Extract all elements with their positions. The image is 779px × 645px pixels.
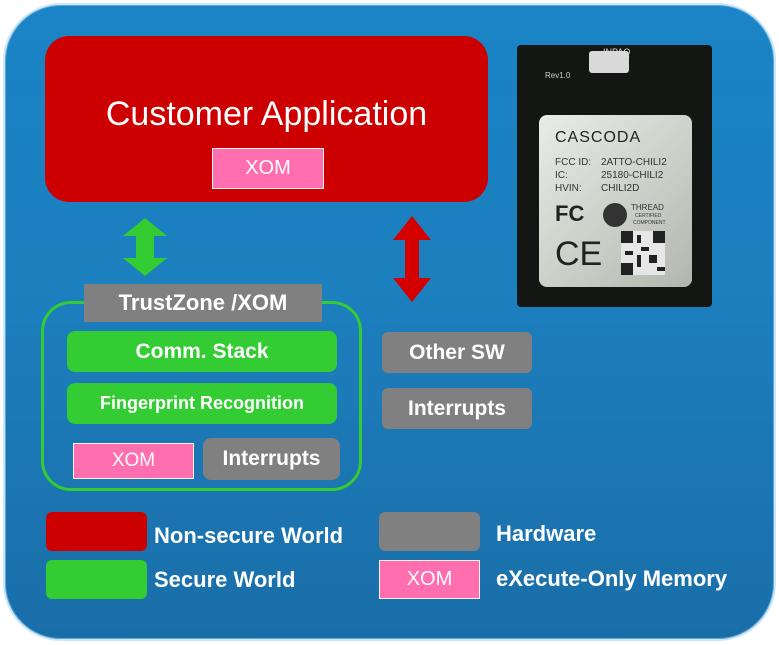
qr-code-icon <box>621 231 665 275</box>
app-xom-block: XOM <box>212 148 324 189</box>
antenna-chip <box>589 51 629 73</box>
legend-label-nonsecure: Non-secure World <box>154 523 344 548</box>
ic-label: IC: <box>555 170 568 181</box>
revision-label: Rev1.0 <box>545 71 571 80</box>
fc-mark: FC <box>555 201 585 226</box>
ic-value: 25180-CHILI2 <box>601 170 664 181</box>
legend-swatch-secure <box>46 560 147 599</box>
other-sw-block: Other SW <box>382 332 532 373</box>
legend-label-secure: Secure World <box>154 567 296 592</box>
secure-xom-block: XOM <box>73 443 194 479</box>
legend-label-hardware: Hardware <box>496 521 597 546</box>
nonsecure-interrupts-block: Interrupts <box>382 388 532 429</box>
diagram-panel: Customer Application XOM TrustZone /XOM … <box>3 3 776 641</box>
green-double-arrow-icon <box>123 218 167 276</box>
brand-label: CASCODA <box>555 129 642 146</box>
thread-certified: CERTIFIED <box>635 213 662 219</box>
thread-component: COMPONENT <box>633 220 666 226</box>
legend-swatch-nonsecure <box>46 512 147 551</box>
comm-stack-block: Comm. Stack <box>67 331 337 372</box>
thread-logo-icon <box>603 203 627 227</box>
rf-shield: CASCODA FCC ID: 2ATTO-CHILI2 IC: 25180-C… <box>539 115 692 287</box>
thread-label: THREAD <box>631 203 664 212</box>
cascoda-module-image: INPAQ Rev1.0 CASCODA FCC ID: 2ATTO-CHILI… <box>517 45 712 307</box>
legend-swatch-xom: XOM <box>379 560 480 599</box>
red-double-arrow-icon <box>393 216 431 302</box>
fcc-id-label: FCC ID: <box>555 157 592 168</box>
secure-interrupts-block: Interrupts <box>203 438 340 480</box>
ce-mark: CE <box>555 235 603 273</box>
legend-swatch-hardware <box>379 512 480 551</box>
antenna-label: INPAQ <box>603 47 631 57</box>
hvin-value: CHILI2D <box>601 183 640 194</box>
customer-application-title: Customer Application <box>105 95 428 133</box>
trustzone-xom-header: TrustZone /XOM <box>84 284 322 322</box>
fcc-id-value: 2ATTO-CHILI2 <box>601 157 667 168</box>
fingerprint-recognition-block: Fingerprint Recognition <box>67 383 337 424</box>
legend-label-xom: eXecute-Only Memory <box>496 566 728 591</box>
hvin-label: HVIN: <box>555 183 582 194</box>
